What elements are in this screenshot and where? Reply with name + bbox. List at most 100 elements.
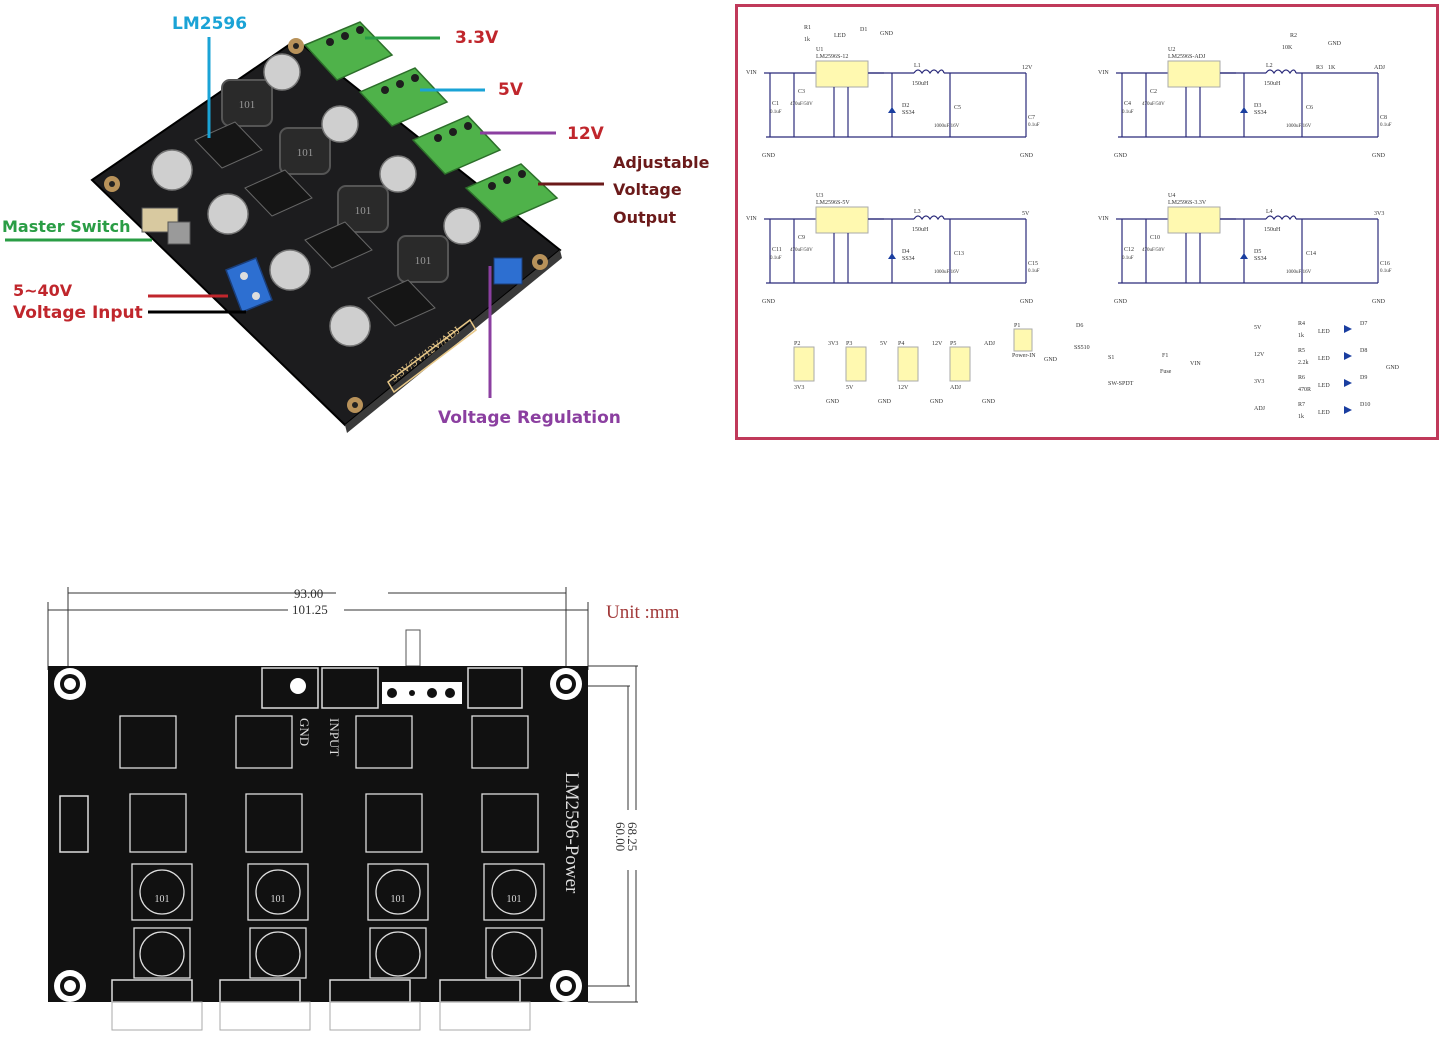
master-switch-label: Master Switch <box>2 217 131 236</box>
adj-pot-ref: R2 <box>1290 33 1297 39</box>
gnd-label: GND <box>1020 299 1034 305</box>
connector-label: 3V3 <box>794 385 804 391</box>
chip-part: LM2596S-3.3V <box>1168 200 1207 206</box>
diode-value: SS34 <box>1254 110 1267 116</box>
inductor-symbol <box>1265 69 1297 75</box>
c1-value: 0.1uF <box>770 256 782 261</box>
led-diode-ref: D8 <box>1360 348 1367 354</box>
inductor-value: 150uH <box>1264 81 1281 87</box>
inductor-outline <box>247 863 309 921</box>
chip-outline <box>365 793 423 853</box>
connector-body <box>845 346 867 382</box>
connector-net: 12V <box>932 341 943 347</box>
led-resistor-ref: R6 <box>1298 375 1305 381</box>
svg-text:101: 101 <box>415 255 432 267</box>
cap-outline <box>485 927 543 979</box>
c1-ref: C12 <box>1124 247 1134 253</box>
cout-value: 1000uF/16V <box>934 270 960 275</box>
led-net: 5V <box>1254 325 1262 331</box>
cap-ring <box>139 931 185 977</box>
power-diode-ref: D6 <box>1076 323 1083 329</box>
connector-body <box>897 346 919 382</box>
diode-ref: D2 <box>902 103 909 109</box>
chip-outline <box>481 793 539 853</box>
power-in-label: Power-IN <box>1012 353 1036 359</box>
led-symbol <box>1344 379 1352 387</box>
led-resistor-value: 1k <box>1298 333 1304 339</box>
inductor-symbol <box>913 215 945 221</box>
vin-label: VIN <box>1190 361 1201 367</box>
output-12v-label: 12V <box>567 124 604 144</box>
vin-label: VIN <box>1098 70 1109 76</box>
gnd-label: GND <box>762 153 776 159</box>
chip-ref: U2 <box>1168 47 1175 53</box>
led-resistor-value: 1k <box>1298 414 1304 420</box>
fuse-value: Fuse <box>1160 369 1172 375</box>
cin-value: 470uF/50V <box>1142 102 1165 107</box>
dim-outer-height: 68.25 <box>625 822 640 851</box>
connector-ref: P3 <box>846 341 852 347</box>
led-top-resistor-value: 1k <box>804 37 810 43</box>
adj-r3-ref: R3 <box>1316 65 1323 71</box>
gnd-label: GND <box>1386 365 1400 371</box>
cap-ring <box>491 931 537 977</box>
gnd-label: GND <box>1044 357 1058 363</box>
gnd-label: GND <box>878 399 892 405</box>
led-diode-ref: D7 <box>1360 321 1367 327</box>
gnd-label: GND <box>1372 153 1386 159</box>
gnd-label: GND <box>982 399 996 405</box>
connector-ref: P5 <box>950 341 956 347</box>
led-net: ADJ <box>1254 406 1266 412</box>
inductor-mark-3: 101 <box>391 894 406 905</box>
cout-ref: C13 <box>954 251 964 257</box>
output-5v-label: 5V <box>498 80 523 100</box>
diode-ref: D5 <box>1254 249 1261 255</box>
led-symbol <box>1344 406 1352 414</box>
c1-value: 0.1uF <box>1122 110 1134 115</box>
diode-symbol <box>888 253 896 259</box>
gnd-silk: GND <box>297 718 312 746</box>
cc-ref: C15 <box>1028 261 1038 267</box>
chip-outline <box>129 793 187 853</box>
c1-value: 0.1uF <box>770 110 782 115</box>
led-label: LED <box>1318 383 1330 389</box>
chip-body <box>1167 206 1221 234</box>
inductor-value: 150uH <box>1264 227 1281 233</box>
gnd-label: GND <box>1372 299 1386 305</box>
led-symbol <box>1344 325 1352 333</box>
gnd-label: GND <box>930 399 944 405</box>
switch-ref: S1 <box>1108 355 1114 361</box>
gnd-label: GND <box>826 399 840 405</box>
cc-value: 0.1uF <box>1380 269 1392 274</box>
led-label: LED <box>1318 329 1330 335</box>
schematic-art: VINU1LM2596S-12L1150uHD2SS34C3470uF/50VC… <box>746 25 1400 420</box>
dimension-drawing: 93.00 101.25 60.00 68.25 Unit :mm GND IN… <box>40 582 710 1034</box>
diode-ref: D4 <box>902 249 909 255</box>
chip-ref: U1 <box>816 47 823 53</box>
inductor-ring <box>491 869 537 915</box>
gnd-label: GND <box>1114 153 1128 159</box>
inductor-symbol <box>913 69 945 75</box>
led-symbol <box>1344 352 1352 360</box>
adjustable-label-2: Voltage <box>613 180 682 199</box>
regulator-block: VINU2LM2596S-ADJL2150uHD3SS34C2470uF/50V… <box>1098 47 1392 159</box>
cap-ring <box>255 931 301 977</box>
chip-body <box>815 206 869 234</box>
adj-r3-value: 1K <box>1328 65 1336 71</box>
c1-value: 0.1uF <box>1122 256 1134 261</box>
chip-body <box>1167 60 1221 88</box>
inductor-ring <box>375 869 421 915</box>
out-net: 12V <box>1022 65 1033 71</box>
led-net: 12V <box>1254 352 1265 358</box>
chip-ref: U4 <box>1168 193 1175 199</box>
adjustable-label-1: Adjustable <box>613 153 710 172</box>
led-diode-ref: D9 <box>1360 375 1367 381</box>
adjustable-label-3: Output <box>613 208 677 227</box>
led-resistor-ref: R5 <box>1298 348 1305 354</box>
chip-part: LM2596S-ADJ <box>1168 54 1206 60</box>
fuse-ref: F1 <box>1162 353 1168 359</box>
inductor-mark-1: 101 <box>155 894 170 905</box>
cout-value: 1000uF/16V <box>1286 270 1312 275</box>
power-diode-value: SS510 <box>1074 345 1090 351</box>
led-net: 3V3 <box>1254 379 1264 385</box>
